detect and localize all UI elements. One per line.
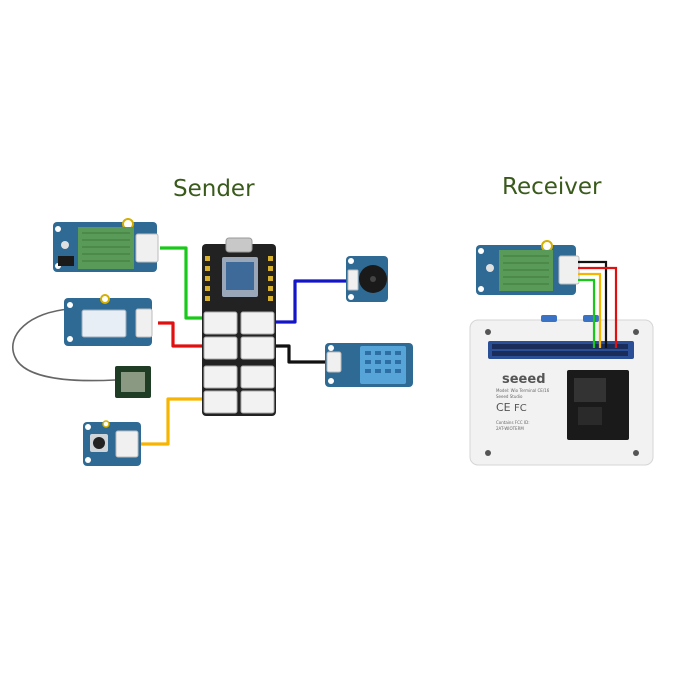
sender-title: Sender: [173, 176, 255, 202]
terminal-ce-mark: CE: [496, 401, 511, 414]
wires-receiver: [578, 260, 618, 348]
wio-terminal-icon: [469, 315, 654, 466]
terminal-label-line-2: 2AT-WIOTERM: [496, 426, 524, 431]
buzzer-icon: [346, 256, 388, 302]
temp-humidity-sensor-icon: [325, 343, 413, 387]
terminal-model-line-1: Model: Wio Terminal CE/16: [496, 388, 550, 393]
antenna-cable: [12, 308, 116, 382]
terminal-brand: seeed: [502, 372, 546, 387]
terminal-label-line-1: Contains FCC ID:: [496, 420, 530, 425]
wire-yellow: [136, 397, 205, 446]
wire-black: [276, 344, 330, 364]
gps-module-icon: [64, 294, 153, 346]
receiver-title: Receiver: [502, 174, 602, 200]
lora-module-icon: [53, 218, 159, 272]
wire-green: [160, 246, 205, 320]
wires-sender: [12, 246, 347, 446]
receiver-wire-yellow: [578, 272, 602, 348]
receiver-wire-black: [578, 260, 608, 348]
terminal-model-line-2: Seeed Studio: [496, 394, 523, 399]
terminal-fc-mark: FC: [514, 403, 527, 414]
button-module-icon: [83, 420, 141, 466]
antenna-icon: [115, 366, 151, 398]
xiao-board-icon: [202, 237, 276, 416]
wire-blue: [276, 279, 347, 324]
receiver-wire-red: [578, 266, 618, 348]
wire-red: [158, 321, 205, 348]
receiver-lora-module-icon: [476, 240, 580, 295]
receiver-wire-green: [578, 278, 596, 348]
